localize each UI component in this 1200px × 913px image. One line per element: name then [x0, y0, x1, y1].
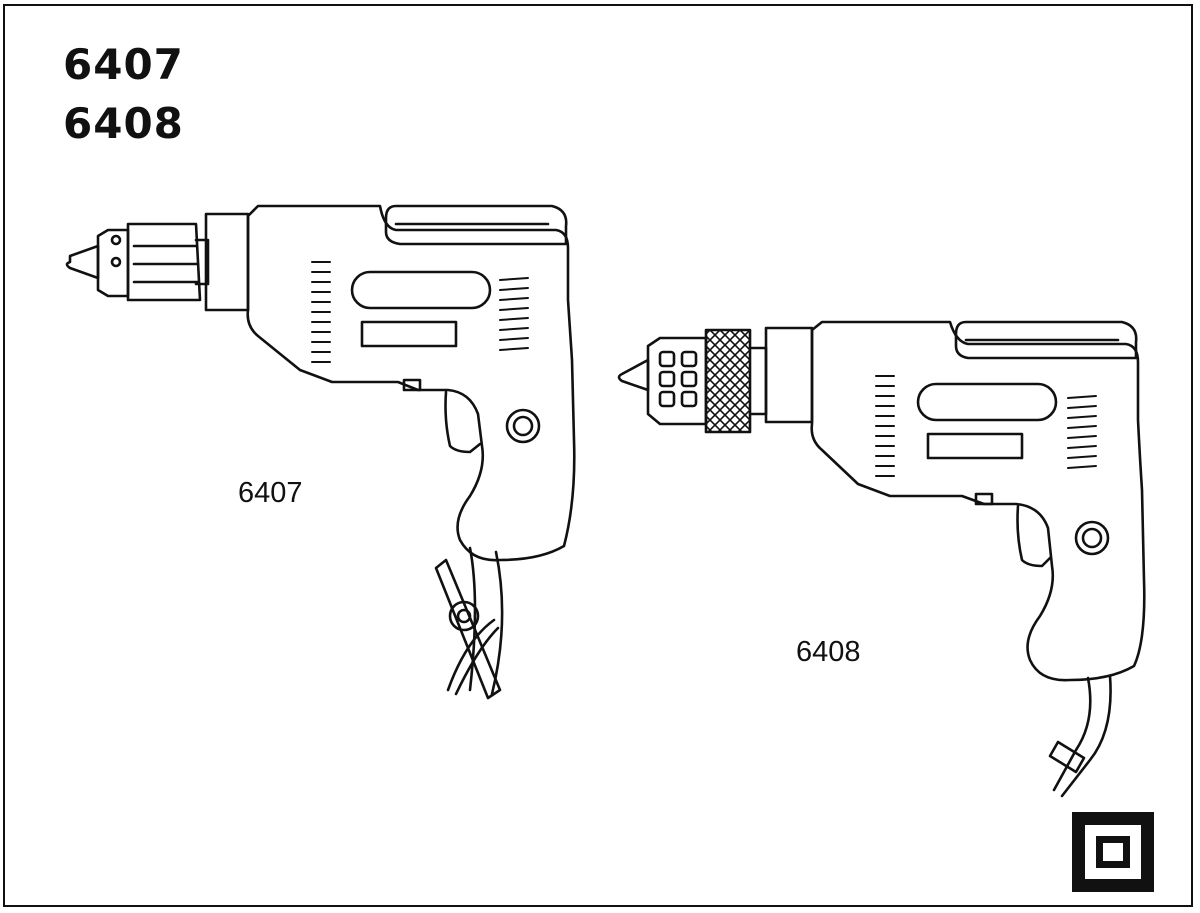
- figure-caption-6408: 6408: [796, 636, 861, 668]
- page-frame: [3, 4, 1193, 907]
- figure-caption-6407: 6407: [238, 477, 303, 509]
- model-number-heading-6408: 6408: [63, 99, 184, 148]
- model-number-heading-6407: 6407: [63, 40, 184, 89]
- double-insulation-icon: [1072, 812, 1154, 892]
